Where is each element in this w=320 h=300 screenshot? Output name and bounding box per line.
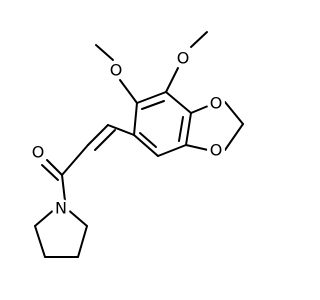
atom-n-pyrrolidine: N [52, 199, 70, 218]
bond-ring-c4-c5 [157, 144, 187, 157]
atom-o-dioxole-bottom: O [207, 141, 225, 160]
bond-ring-to-vinyl [107, 124, 135, 136]
atom-o-carbonyl-label: O [32, 143, 45, 162]
bond-methyl-left [95, 44, 114, 61]
bond-o-methoxy-left-ring [119, 79, 138, 104]
bond-o-dioxole-top-ch2 [224, 101, 244, 125]
atom-o-methoxy-left-label: O [110, 61, 123, 80]
atom-o-carbonyl: O [29, 143, 47, 162]
bond-ring-c1-c2-inner [141, 100, 165, 110]
atom-o-dioxole-top-label: O [210, 94, 223, 113]
atom-n-pyrrolidine-label: N [55, 199, 67, 218]
atom-o-methoxy-right: O [174, 49, 192, 68]
bond-ring-c6-c1 [133, 102, 138, 136]
bond-ring-c1-c2 [136, 91, 167, 104]
bond-o-methoxy-right-ring [165, 67, 179, 93]
bond-vinyl-double-inner [94, 129, 116, 151]
atom-o-dioxole-top: O [207, 94, 225, 113]
bond-pyrrolidine-c5-n [34, 207, 57, 227]
bond-methyl-right [190, 31, 208, 48]
bond-o-dioxole-bottom-ch2 [224, 123, 244, 151]
bond-ring-c5-c6-inner [139, 132, 157, 148]
bond-vinyl-double [87, 124, 109, 146]
bond-pyrrolidine-c2-c3 [77, 225, 88, 258]
bond-carbonyl-double [46, 159, 63, 176]
bond-ring-c5-c6 [133, 134, 159, 157]
bond-pyrrolidine-c4-c5 [34, 225, 46, 258]
bond-ring-c2-c3 [165, 91, 192, 114]
bond-ring-c3-c4 [185, 112, 192, 146]
bond-ring-c3-c4-inner [178, 116, 184, 142]
molecule-structure: O O O O O N [29, 31, 244, 258]
bond-carbonyl-double-inner [41, 164, 59, 181]
bond-pyrrolidine-n-c2 [65, 207, 88, 227]
atom-o-dioxole-bottom-label: O [210, 141, 223, 160]
bond-ring-to-o-dioxole-bottom [185, 144, 209, 151]
bond-vinyl-to-carbonyl [61, 144, 89, 176]
bond-ring-to-o-dioxole-top [190, 105, 209, 114]
atom-o-methoxy-left: O [107, 61, 125, 80]
atom-o-methoxy-right-label: O [177, 49, 190, 68]
bond-carbonyl-to-n [61, 174, 66, 202]
